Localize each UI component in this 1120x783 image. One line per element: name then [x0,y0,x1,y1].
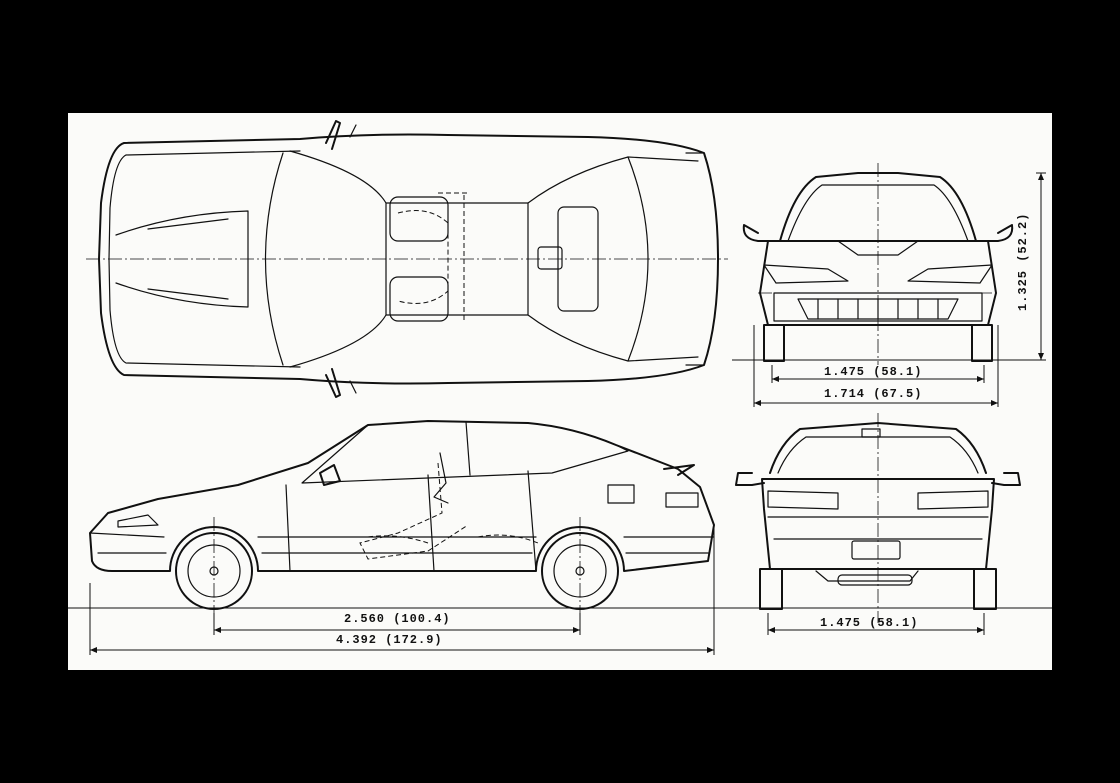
overall-length-label: 4.392 (172.9) [336,633,443,647]
blueprint-sheet: 1.475 (58.1) 1.714 (67.5) 1.325 (52.2) 2… [68,113,1052,670]
rear-track-label: 1.475 (58.1) [820,616,919,630]
rear-view [735,413,1021,623]
car-blueprint-drawing [68,120,1052,655]
front-view [732,163,1044,365]
wheelbase-label: 2.560 (100.4) [344,612,451,626]
overall-height-label: 1.325 (52.2) [1016,212,1030,311]
front-track-label: 1.475 (58.1) [824,365,923,379]
side-view [68,420,1052,629]
top-view [86,120,728,398]
overall-width-label: 1.714 (67.5) [824,387,923,401]
dimension-lines [89,172,1046,655]
